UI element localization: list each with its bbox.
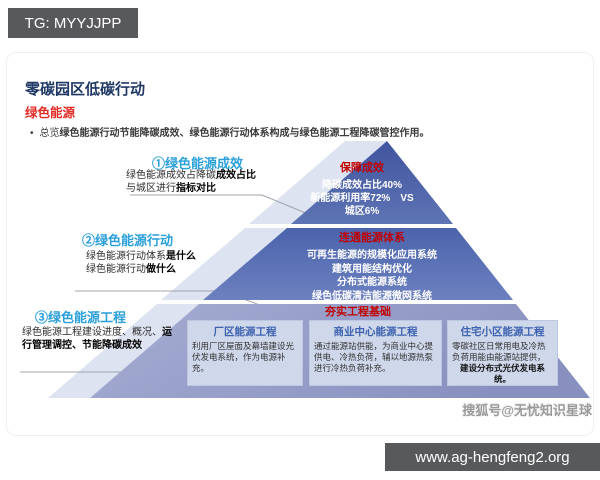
website-badge: www.ag-hengfeng2.org	[385, 443, 600, 471]
top-band-line3: 城区6%	[344, 206, 380, 217]
bullet-text-normal: 总览	[39, 128, 60, 139]
package-box-factory: 厂区能源工程 利用厂区屋面及幕墙建设光伏发电系统，作为电源补充。	[187, 320, 303, 386]
package-3-title: 住宅小区能源工程	[460, 326, 545, 338]
package-1-title: 厂区能源工程	[213, 326, 277, 338]
middle-band-caption: 连通能源体系	[339, 232, 405, 244]
bullet-marker: •	[30, 128, 34, 139]
package-3-body: 零碳社区日常用电及冷热负荷用能由能源站提供，建设分布式光伏发电系统。	[452, 341, 546, 384]
middle-band-line3: 分布式能源系统	[337, 277, 407, 288]
echo-stripe-top	[249, 141, 387, 224]
echo-stripe-middle	[161, 228, 287, 300]
section-title: 绿色能源	[25, 106, 76, 120]
callout-2-desc-line2: 绿色能源行动做什么	[86, 264, 176, 275]
package-2-title: 商业中心能源工程	[333, 326, 418, 338]
website-badge-text: www.ag-hengfeng2.org	[415, 448, 570, 466]
echo-stripe-bottom	[48, 304, 199, 398]
telegram-badge: TG: MYYJJPP	[8, 8, 138, 38]
top-band-caption: 保障成效	[340, 162, 384, 174]
pyramid-top-text: 保障成效 降碳成效占比40% 新能源利用率72% VS 城区6%	[282, 159, 442, 218]
summary-bullet: • 总览绿色能源行动节能降碳成效、绿色能源行动体系构成与绿色能源工程降碳管控作用。	[30, 124, 570, 139]
callout-3-desc: 绿色能源工程建设进度、概况、运行管理调控、节能降碳成效	[22, 326, 174, 352]
middle-band-line4: 绿色低碳清洁能源微网系统	[312, 290, 432, 302]
package-box-residential: 住宅小区能源工程 零碳社区日常用电及冷热负荷用能由能源站提供，建设分布式光伏发电…	[447, 320, 558, 386]
package-box-commercial: 商业中心能源工程 通过能源站供能，为商业中心提供电、冷热负荷，辅以地源热泵进行冷…	[309, 320, 442, 386]
watermark: 搜狐号@无忧知识星球	[462, 403, 592, 418]
package-2-body: 通过能源站供能，为商业中心提供电、冷热负荷，辅以地源热泵进行冷热负荷补充。	[314, 341, 434, 373]
callout-2-label: ②绿色能源行动	[82, 233, 174, 248]
pyramid-middle-band	[203, 228, 513, 300]
callout-2-desc: 绿色能源行动体系是什么 绿色能源行动做什么	[86, 250, 256, 276]
callout-1-desc-line2: 与城区进行指标对比	[126, 183, 216, 194]
middle-band-line1: 可再生能源的规模化应用系统	[307, 250, 437, 261]
package-1-body: 利用厂区屋面及幕墙建设光伏发电系统，作为电源补充。	[192, 341, 295, 373]
top-band-line2: 新能源利用率72% VS	[310, 193, 414, 204]
callout-1-desc-line1: 绿色能源成效占降碳成效占比	[126, 170, 256, 181]
callout-3-desc-text: 绿色能源工程建设进度、概况、运行管理调控、节能降碳成效	[22, 327, 172, 351]
callout-3-label: ③绿色能源工程	[35, 310, 127, 325]
callout-2-desc-line1: 绿色能源行动体系是什么	[86, 251, 196, 262]
callout-1-desc: 绿色能源成效占降碳成效占比 与城区进行指标对比	[126, 169, 296, 195]
bullet-text-bold: 绿色能源行动节能降碳成效、绿色能源行动体系构成与绿色能源工程降碳管控作用。	[59, 128, 430, 139]
top-band-line1: 降碳成效占比40%	[321, 180, 402, 191]
pyramid-middle-text: 连通能源体系 可再生能源的规模化应用系统 建筑用能结构优化 分布式能源系统 绿色…	[287, 229, 457, 303]
base-band-caption: 夯实工程基础	[325, 306, 391, 318]
middle-band-line2: 建筑用能结构优化	[332, 263, 412, 275]
page-title: 零碳园区低碳行动	[25, 81, 146, 98]
callout-1-label: ①绿色能源成效	[152, 156, 244, 171]
telegram-badge-text: TG: MYYJJPP	[24, 14, 122, 32]
pyramid-top-band	[291, 141, 453, 224]
